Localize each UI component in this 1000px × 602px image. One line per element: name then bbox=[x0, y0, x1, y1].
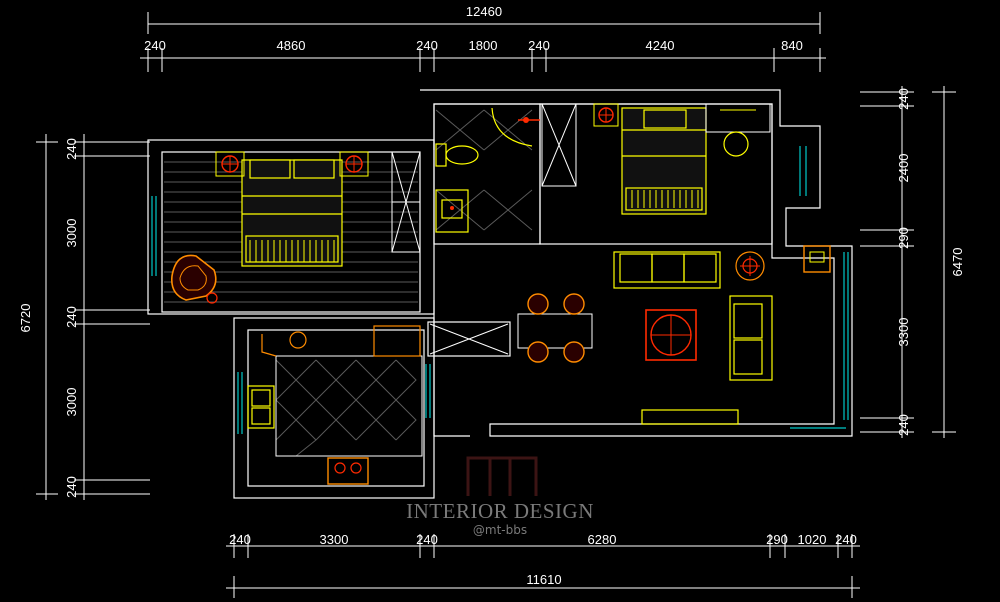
windows bbox=[151, 146, 849, 434]
stool-icon bbox=[289, 331, 307, 349]
shower-icon bbox=[491, 107, 540, 147]
stove-icon bbox=[327, 457, 369, 485]
dim-right-segments: 240 2400 290 3300 240 bbox=[896, 88, 911, 436]
bottom-segments-label: 290 bbox=[766, 532, 788, 547]
dim-right-overall: 6470 bbox=[950, 248, 965, 277]
left-segments-label: 240 bbox=[64, 306, 79, 328]
top-segments-label: 240 bbox=[416, 38, 438, 53]
dim-bottom-segments: 240 3300 240 6280 290 1020 240 bbox=[229, 532, 857, 547]
shoe-cabinet-icon bbox=[429, 323, 509, 355]
dimension-labels: 12460 11610 6720 6470 240 4860 240 1800 240 4… bbox=[18, 4, 965, 587]
dim-left-overall: 6720 bbox=[18, 304, 33, 333]
dim-bottom-overall: 11610 bbox=[526, 572, 561, 587]
coffee-table-icon bbox=[645, 309, 697, 361]
tv-cabinet-icon bbox=[641, 409, 739, 425]
right-segments-label: 2400 bbox=[896, 154, 911, 183]
dimension-lines bbox=[36, 12, 956, 598]
watermark-logo-icon bbox=[466, 456, 538, 496]
bottom-segments-label: 3300 bbox=[320, 532, 349, 547]
left-segments-label: 240 bbox=[64, 476, 79, 498]
bottom-segments-label: 240 bbox=[416, 532, 438, 547]
left-segments-label: 240 bbox=[64, 138, 79, 160]
top-segments-label: 840 bbox=[781, 38, 803, 53]
nightstand-lamp-icon bbox=[593, 103, 619, 127]
bottom-segments-label: 1020 bbox=[798, 532, 827, 547]
watermark: INTERIOR DESIGN @mt-bbs bbox=[406, 456, 594, 537]
sink-icon bbox=[435, 189, 469, 233]
bottom-segments-label: 240 bbox=[229, 532, 251, 547]
double-bed-icon bbox=[241, 159, 343, 267]
toilet-icon bbox=[435, 143, 479, 167]
dim-left-segments: 240 3000 240 3000 240 bbox=[64, 138, 79, 498]
right-segments-label: 3300 bbox=[896, 318, 911, 347]
top-segments-label: 1800 bbox=[469, 38, 498, 53]
loveseat-icon bbox=[729, 295, 773, 381]
bathroom bbox=[435, 103, 577, 233]
dim-top-overall: 12460 bbox=[466, 4, 502, 19]
dining-table-icon bbox=[517, 313, 593, 349]
right-segments-label: 240 bbox=[896, 88, 911, 110]
right-segments-label: 240 bbox=[896, 414, 911, 436]
single-bed-icon bbox=[621, 107, 707, 215]
left-segments-label: 3000 bbox=[64, 388, 79, 417]
top-segments-label: 240 bbox=[528, 38, 550, 53]
kitchen-sink-icon bbox=[247, 385, 275, 429]
kitchen-counter-icon bbox=[261, 325, 421, 357]
top-segments-label: 4240 bbox=[646, 38, 675, 53]
watermark-title: INTERIOR DESIGN bbox=[406, 499, 594, 523]
cabinet-icon bbox=[541, 103, 577, 187]
armchair-icon bbox=[170, 254, 218, 304]
dim-top-segments: 240 4860 240 1800 240 4240 840 bbox=[144, 38, 803, 53]
right-segments-label: 290 bbox=[896, 227, 911, 249]
appliance-icon bbox=[803, 245, 831, 273]
dining-chair-icon bbox=[527, 293, 585, 363]
left-segments-label: 3000 bbox=[64, 219, 79, 248]
master-bedroom bbox=[164, 151, 421, 304]
side-table-icon bbox=[735, 251, 765, 281]
watermark-subtitle: @mt-bbs bbox=[473, 523, 527, 537]
second-bedroom bbox=[593, 103, 771, 215]
top-segments-label: 240 bbox=[144, 38, 166, 53]
bottom-segments-label: 6280 bbox=[588, 532, 617, 547]
nightstand-lamp-icon bbox=[215, 151, 369, 177]
kitchen bbox=[247, 325, 423, 485]
bottom-segments-label: 240 bbox=[835, 532, 857, 547]
desk-icon bbox=[705, 103, 771, 157]
sofa-icon bbox=[613, 251, 721, 289]
living-room bbox=[429, 245, 831, 425]
walls bbox=[147, 89, 853, 499]
top-segments-label: 4860 bbox=[277, 38, 306, 53]
wardrobe-icon bbox=[391, 151, 421, 253]
